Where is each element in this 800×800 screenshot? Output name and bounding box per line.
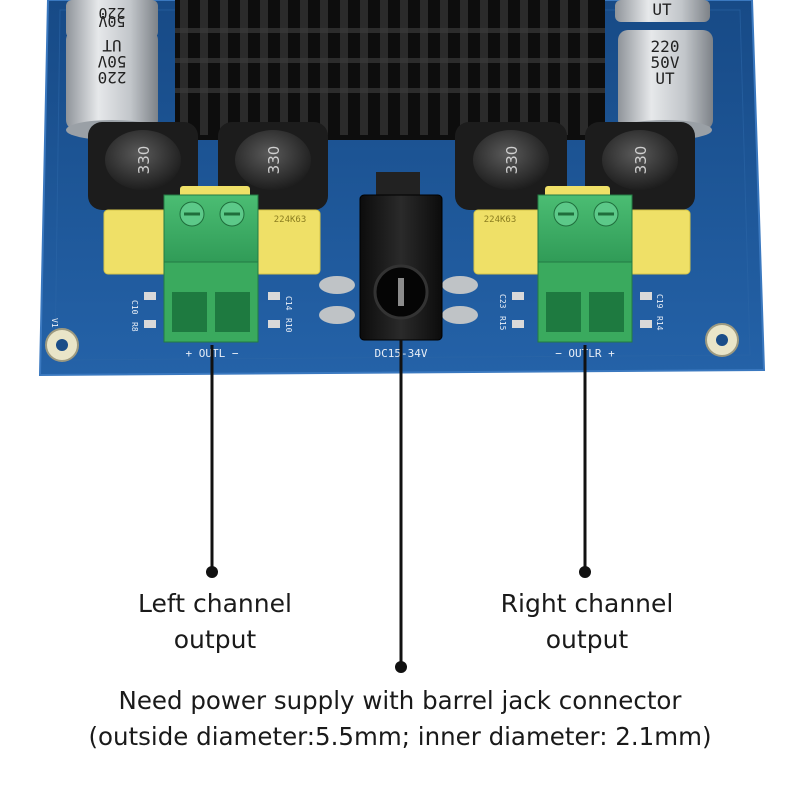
cap-top-left-label-2: 50V — [98, 12, 125, 30]
silk-c19: C19 — [655, 294, 664, 309]
cap-top-right-label: UT — [652, 0, 672, 19]
left-channel-output-label: Left channel output — [100, 586, 330, 658]
power-supply-note-line-2: (outside diameter:5.5mm; inner diameter:… — [88, 722, 712, 751]
inductor-3: 330 — [455, 122, 567, 210]
cap-top-left-label: 220 — [98, 4, 125, 22]
cap-mid-right-label-3: UT — [655, 69, 675, 88]
silk-r8: R8 — [130, 322, 139, 332]
silk-r10: R10 — [284, 318, 293, 333]
silk-r14: R14 — [655, 316, 664, 331]
silk-v1: V1 — [50, 318, 59, 328]
dc-barrel-jack — [319, 172, 478, 341]
inductor-4-label: 330 — [632, 146, 650, 175]
leader-dot-left — [206, 566, 218, 578]
silk-r15: R15 — [498, 316, 507, 331]
power-supply-note: Need power supply with barrel jack conne… — [40, 683, 760, 755]
cap-mid-left-label-1: UT — [102, 36, 122, 55]
inductor-1: 330 — [88, 122, 198, 210]
leader-dot-right — [579, 566, 591, 578]
right-output-terminal — [537, 194, 633, 343]
leader-dot-center — [395, 661, 407, 673]
right-channel-output-line-2: output — [545, 625, 629, 654]
film-cap-left-marking: 224K63 — [274, 215, 307, 225]
right-channel-output-label: Right channel output — [472, 586, 702, 658]
left-channel-output-line-2: output — [173, 625, 257, 654]
silk-c14: C14 — [284, 296, 293, 311]
capacitor-top-right: UT — [615, 0, 710, 22]
inductor-4: 330 — [585, 122, 695, 210]
silk-c23: C23 — [498, 294, 507, 309]
heatsink — [175, 0, 605, 140]
smd-components — [144, 292, 652, 328]
cap-mid-right-label-2: 50V — [651, 53, 680, 72]
left-output-terminal — [163, 194, 259, 343]
capacitor-top-left: 220 50V — [66, 0, 158, 38]
cap-mid-left-label-2: 50V — [97, 52, 126, 71]
left-channel-output-line-1: Left channel — [138, 589, 292, 618]
silk-c10: C10 — [130, 300, 139, 315]
cap-mid-left-label-3: 220 — [98, 68, 127, 87]
inductor-2: 330 — [218, 122, 328, 210]
cap-mid-right-label-1: 220 — [651, 37, 680, 56]
film-cap-right-marking: 224K63 — [484, 215, 517, 225]
inductor-2-label: 330 — [265, 146, 283, 175]
power-supply-note-line-1: Need power supply with barrel jack conne… — [118, 686, 682, 715]
right-channel-output-line-1: Right channel — [500, 589, 674, 618]
inductor-3-label: 330 — [503, 146, 521, 175]
inductor-1-label: 330 — [135, 146, 153, 175]
